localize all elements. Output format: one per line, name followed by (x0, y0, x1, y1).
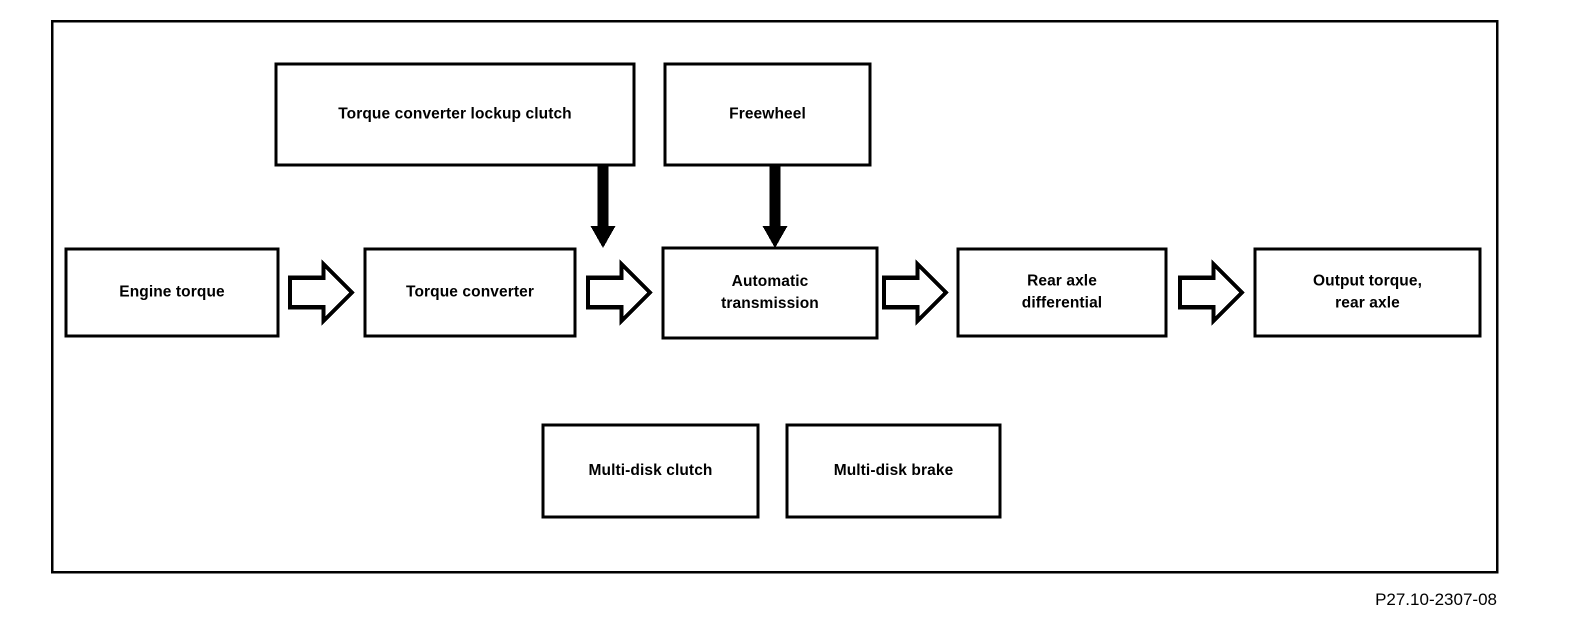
figure-id-label: P27.10-2307-08 (1375, 590, 1497, 609)
node-output-torque-rear-axle[interactable]: Output torque, rear axle (1253, 247, 1482, 338)
node-label-rear-axle-differential: differential (1022, 295, 1102, 312)
node-label-torque-converter-lockup-clutch: Torque converter lockup clutch (338, 106, 572, 123)
node-label-engine-torque: Engine torque (119, 284, 225, 301)
node-group: Torque converter lockup clutch FreewheelE… (64, 62, 1482, 519)
node-label-output-torque-rear-axle: Output torque, (1313, 273, 1422, 290)
node-box-automatic-transmission (661, 246, 879, 340)
node-label-automatic-transmission: Automatic (732, 273, 809, 290)
node-box-torque-converter-lockup-clutch (274, 62, 636, 167)
node-box-rear-axle-differential (956, 247, 1168, 338)
node-box-engine-torque (64, 247, 280, 338)
node-label-output-torque-rear-axle: rear axle (1335, 295, 1400, 312)
node-box-multi-disk-clutch (541, 423, 760, 519)
node-label-freewheel: Freewheel (729, 106, 806, 123)
node-automatic-transmission[interactable]: Automatic transmission (661, 246, 879, 340)
node-label-torque-converter: Torque converter (406, 284, 534, 301)
node-box-torque-converter (363, 247, 577, 338)
flow-arrow-torque-converter-to-automatic-transmission (585, 258, 653, 327)
node-label-automatic-transmission: transmission (721, 295, 819, 312)
node-engine-torque[interactable]: Engine torque (64, 247, 280, 338)
node-label-multi-disk-clutch: Multi-disk clutch (589, 462, 713, 479)
flow-arrow-rear-axle-differential-to-output-torque (1177, 258, 1245, 327)
node-label-multi-disk-brake: Multi-disk brake (834, 462, 954, 479)
node-rear-axle-differential[interactable]: Rear axle differential (956, 247, 1168, 338)
figure-caption-group: P27.10-2307-08 (1375, 590, 1497, 609)
control-arrow-lockup-clutch-to-automatic-transmission (590, 165, 616, 248)
control-arrow-freewheel-to-automatic-transmission (762, 165, 788, 248)
flow-arrow-engine-torque-to-torque-converter (287, 258, 355, 327)
flow-arrow-group (287, 258, 1245, 327)
node-box-output-torque-rear-axle (1253, 247, 1482, 338)
node-torque-converter-lockup-clutch[interactable]: Torque converter lockup clutch (274, 62, 636, 167)
node-multi-disk-clutch[interactable]: Multi-disk clutch (541, 423, 760, 519)
node-freewheel[interactable]: Freewheel (663, 62, 872, 167)
node-label-rear-axle-differential: Rear axle (1027, 273, 1097, 290)
node-torque-converter[interactable]: Torque converter (363, 247, 577, 338)
node-box-multi-disk-brake (785, 423, 1002, 519)
node-multi-disk-brake[interactable]: Multi-disk brake (785, 423, 1002, 519)
flow-arrow-automatic-transmission-to-rear-axle-differential (881, 258, 949, 327)
node-box-freewheel (663, 62, 872, 167)
